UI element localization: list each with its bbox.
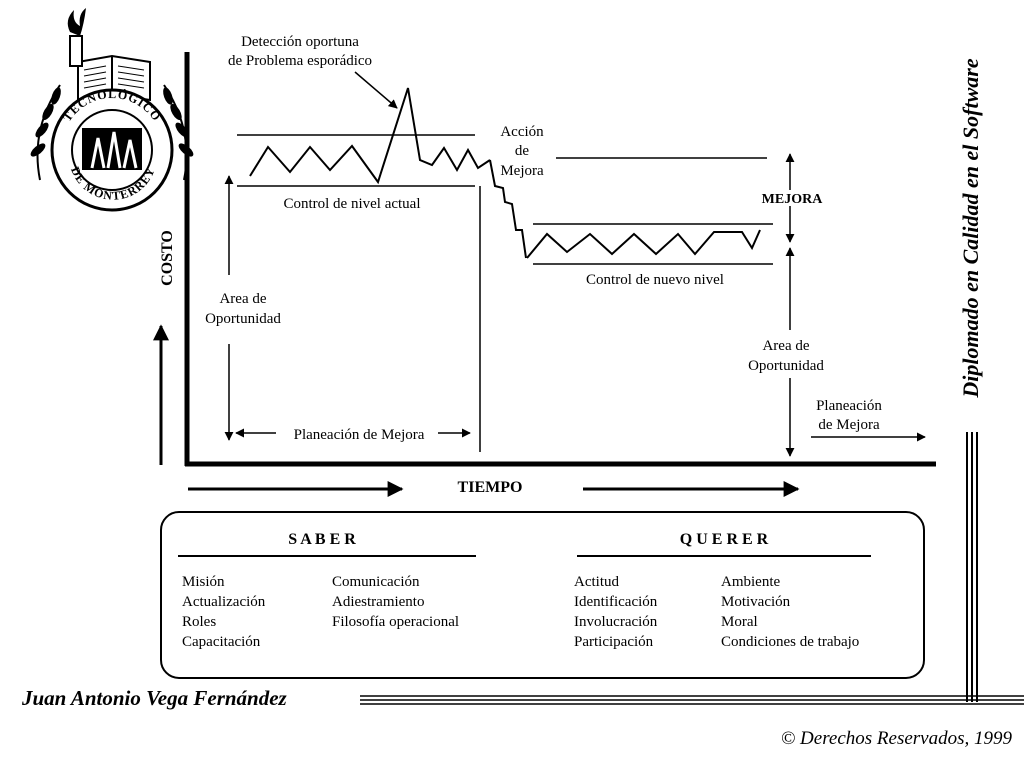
institution-logo: TECNOLÓGICO DE MONTERREY [30,8,194,212]
author-name: Juan Antonio Vega Fernández [21,686,288,710]
planeacion-right-line1: Planeación [816,398,882,414]
area-left-line1: Area de [219,291,266,307]
copyright-notice: © Derechos Reservados, 1999 [781,728,1013,749]
querer-item: Moral [721,614,758,630]
querer-item: Actitud [574,574,619,590]
current-level-band: Control de nivel actual [237,87,491,212]
chart-axes: COSTO TIEMPO [153,52,936,497]
querer-item: Condiciones de trabajo [721,634,859,650]
querer-item: Motivación [721,594,791,610]
deteccion-arrow [354,71,398,109]
new-variation-line [526,229,761,259]
querer-section: Q U E R E R Actitud Identificación Invol… [574,531,871,650]
accion-line3: Mejora [500,163,544,179]
querer-item: Participación [574,634,654,650]
x-axis-label: TIEMPO [458,479,523,496]
improvement-transition-line [489,159,527,259]
side-title: Diplomado en Calidad en el Software [958,58,983,398]
querer-title: Q U E R E R [680,531,769,548]
bottom-rule [360,695,1024,705]
y-axis-label: COSTO [159,230,176,286]
saber-item: Misión [182,574,225,590]
planeacion-right-line2: de Mejora [818,417,880,433]
saber-item: Adiestramiento [332,594,424,610]
control-nuevo-label: Control de nuevo nivel [586,272,724,288]
mejora-label: MEJORA [762,192,824,207]
accion-line2: de [515,143,530,159]
saber-item: Actualización [182,594,266,610]
side-rule [966,432,978,702]
saber-title: S A B E R [288,531,356,548]
area-left-line2: Oportunidad [205,311,281,327]
current-variation-line [249,87,491,185]
querer-item: Involucración [574,614,658,630]
area-right-line1: Area de [762,338,809,354]
area-right-line2: Oportunidad [748,358,824,374]
accion-line1: Acción [500,124,544,140]
saber-item: Comunicación [332,574,420,590]
saber-item: Filosofía operacional [332,614,459,630]
deteccion-line1: Detección oportuna [241,34,359,50]
torch-icon [67,8,86,67]
saber-item: Roles [182,614,216,630]
planeacion-left-label: Planeación de Mejora [294,427,425,443]
saber-item: Capacitación [182,634,261,650]
querer-item: Ambiente [721,574,780,590]
querer-item: Identificación [574,594,658,610]
deteccion-line2: de Problema esporádico [228,53,372,69]
control-actual-label: Control de nivel actual [283,196,420,212]
saber-section: S A B E R Misión Actualización Roles Cap… [178,531,476,650]
knowledge-willingness-box: S A B E R Misión Actualización Roles Cap… [160,511,925,679]
emblem-icon [82,128,142,170]
new-level-band: Control de nuevo nivel [526,223,773,288]
